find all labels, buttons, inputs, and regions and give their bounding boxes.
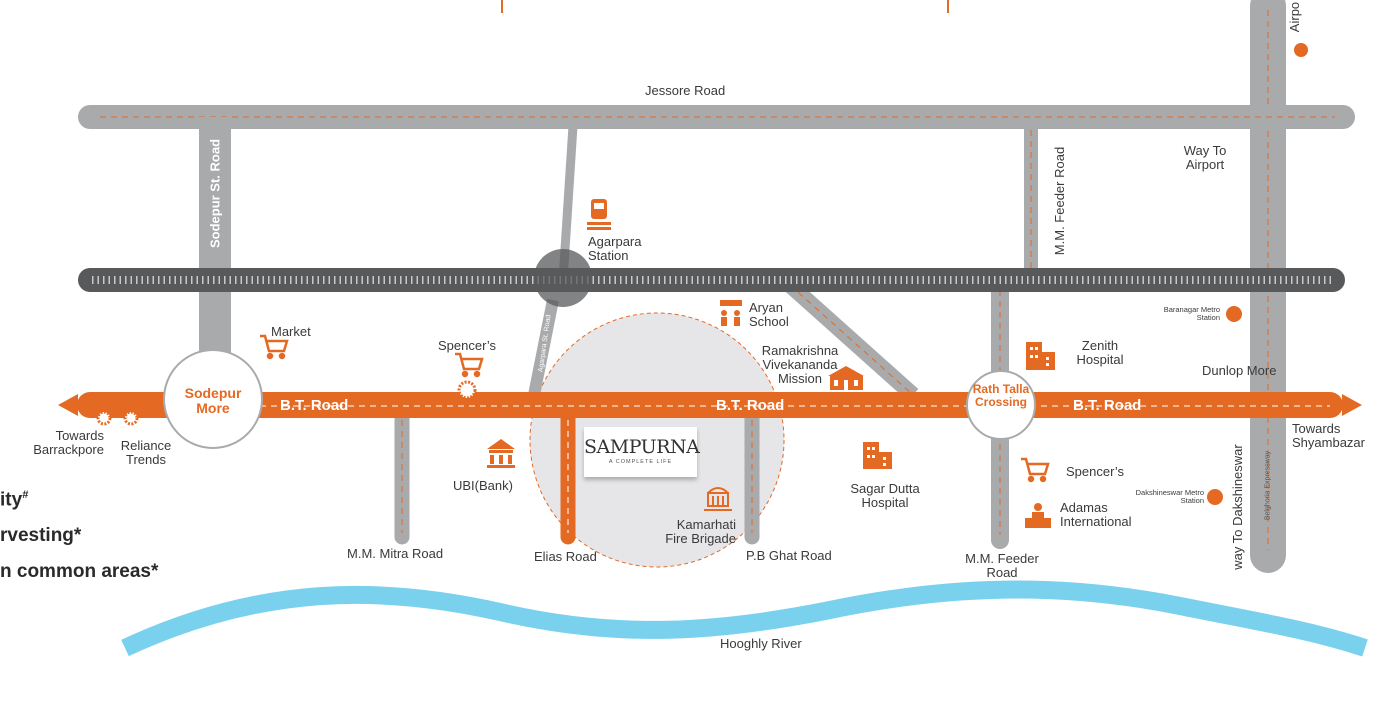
mm-mitra-road-label: M.M. Mitra Road: [347, 546, 444, 561]
starburst-icon: [457, 380, 477, 400]
road-centerline: [789, 284, 914, 396]
ubi-bank-label: UBI(Bank): [453, 478, 513, 493]
sodepur-more-junction: [163, 349, 263, 449]
cart-icon: [455, 352, 484, 378]
arrow-left: [58, 394, 78, 416]
spencers-label: Spencer’s: [438, 338, 497, 353]
sampurna-logo: SAMPURNA A COMPLETE LIFE: [584, 427, 700, 477]
way-to-airport-label: Way To Airport: [1183, 143, 1227, 172]
sodepur-more-label: Sodepur More: [184, 385, 242, 416]
airport-dot-icon: [1294, 43, 1308, 57]
train-icon: [587, 199, 611, 230]
agarpara-station-label: Agarpara Station: [588, 234, 642, 263]
bt-road-label-1: B.T. Road: [280, 397, 349, 414]
sagar-dutta-label: Sagar Dutta Hospital: [850, 481, 920, 510]
metro-dot-icon: [1207, 489, 1223, 505]
metro-dot-icon: [1226, 306, 1242, 322]
hospital-icon: [1026, 342, 1055, 370]
dunlop-more-label: Dunlop More: [1202, 363, 1277, 378]
school-building-icon: [828, 366, 864, 390]
belghoria-label: Belghoria Expressway: [1264, 450, 1272, 521]
hooghly-river: [121, 580, 1368, 657]
pb-ghat-road-label: P.B Ghat Road: [746, 548, 832, 563]
school-icon: [720, 300, 742, 326]
bank-icon: [487, 439, 515, 468]
adamas-label: Adamas International: [1060, 500, 1132, 529]
legend-item-2: rvesting*: [0, 525, 82, 546]
arrow-right: [1342, 394, 1362, 416]
baranagar-metro-label: Baranagar Metro Station: [1163, 305, 1220, 322]
rkm-label: Ramakrishna Vivekananda Mission: [761, 343, 839, 386]
market-label: Market: [271, 324, 311, 339]
legend-item-1-mark: #: [22, 489, 29, 501]
dakshineswar-metro-label: Dakshineswar Metro Station: [1135, 488, 1204, 505]
institute-icon: [1025, 503, 1051, 528]
zenith-hospital-label: Zenith Hospital: [1076, 338, 1124, 367]
cart-icon: [1021, 457, 1050, 483]
jessore-road-label: Jessore Road: [645, 83, 726, 98]
rath-talla-junction: [966, 370, 1036, 440]
airport-label: Airpo: [1287, 1, 1302, 33]
fire-brigade-label: Kamarhati Fire Brigade: [665, 517, 736, 546]
hospital-icon: [863, 442, 892, 469]
agarpara-st-road: [528, 298, 559, 397]
rath-talla-label: Rath Talla Crossing: [972, 382, 1030, 409]
mm-feeder-road-top-label: M.M. Feeder Road: [1052, 146, 1067, 256]
bt-road-label-3: B.T. Road: [1073, 397, 1142, 414]
brand-tagline: A COMPLETE LIFE: [608, 459, 673, 465]
legend-item-1-text: ity: [0, 489, 23, 511]
mm-feeder-road-bottom-label: M.M. Feeder Road: [965, 551, 1039, 580]
hooghly-river-label: Hooghly River: [720, 636, 802, 651]
way-dakshineswar-label: way To Dakshineswar: [1230, 444, 1245, 570]
sodepur-st-road-label: Sodepur St. Road: [207, 138, 223, 249]
legend-item-3: n common areas*: [0, 561, 159, 582]
bt-road-label-2: B.T. Road: [716, 397, 785, 414]
brand-name: SAMPURNA: [584, 436, 700, 458]
reliance-trends-label: Reliance Trends: [120, 438, 172, 467]
legend-item-1: ity#: [0, 489, 28, 511]
towards-shyambazar-label: Towards Shyambazar: [1292, 421, 1365, 450]
sodepur-st-road: [199, 117, 231, 360]
gear-icon: [123, 410, 139, 426]
agarpara-rail-crossing: [534, 249, 592, 307]
fire-brigade-icon: [704, 487, 732, 511]
spencers-2-label: Spencer’s: [1066, 464, 1125, 479]
aryan-school-label: Aryan School: [749, 300, 789, 329]
elias-road-label: Elias Road: [534, 549, 597, 564]
towards-barrackpore-label: Towards Barrackpore: [33, 428, 104, 457]
gear-icon: [96, 410, 112, 426]
cart-icon: [260, 334, 289, 360]
